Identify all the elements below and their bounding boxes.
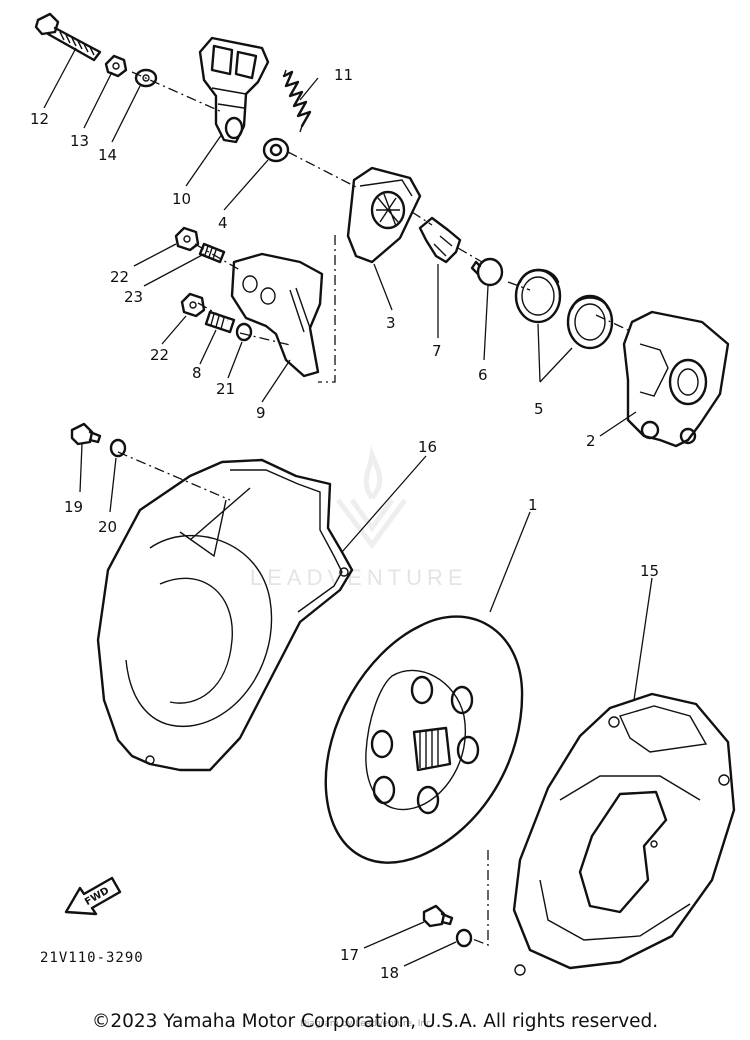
callout-6: 6	[478, 366, 488, 384]
callout-15: 15	[640, 562, 659, 580]
leader-lines	[43, 47, 653, 967]
callout-1: 1	[528, 496, 538, 514]
backing-plate-15	[512, 692, 736, 976]
callout-4: 4	[218, 214, 228, 232]
pin-7	[418, 216, 462, 264]
callout-23: 23	[124, 288, 143, 306]
bolt-17	[422, 904, 454, 928]
callout-18: 18	[380, 964, 399, 982]
plug-6	[470, 257, 504, 287]
callout-13: 13	[70, 132, 89, 150]
callout-22-lower: 22	[150, 346, 169, 364]
callout-19: 19	[64, 498, 83, 516]
callout-9: 9	[256, 404, 266, 422]
callout-16: 16	[418, 438, 437, 456]
nut-22-lower	[180, 292, 206, 318]
callout-20: 20	[98, 518, 117, 536]
callout-2: 2	[586, 432, 596, 450]
washer-14	[134, 68, 158, 88]
stud-23	[198, 242, 226, 264]
callout-5: 5	[534, 400, 544, 418]
callout-labels: 12 13 14 10 11 4 3 7 6 5 2 22 23 22 8 21…	[30, 66, 659, 982]
callout-10: 10	[172, 190, 191, 208]
nut-22-upper	[174, 226, 200, 252]
bolt-19	[70, 422, 102, 446]
diagram-code: 21V110-3290	[40, 950, 144, 966]
watermark-text: LEADVENTURE	[250, 565, 468, 590]
callout-7: 7	[432, 342, 442, 360]
caliper-body-2	[622, 310, 730, 448]
washer-21	[235, 322, 253, 342]
watermark-logo	[336, 445, 408, 550]
brake-disc-1	[324, 615, 524, 864]
piston-seals-5	[514, 268, 614, 350]
disc-cover-16	[96, 458, 354, 772]
callout-22-upper: 22	[110, 268, 129, 286]
callout-3: 3	[386, 314, 396, 332]
callout-11: 11	[334, 66, 353, 84]
callout-21: 21	[216, 380, 235, 398]
callout-12: 12	[30, 110, 49, 128]
callout-14: 14	[98, 146, 117, 164]
bolt-12	[34, 12, 102, 62]
fine-print: Diagram by LeadVenture, Inc.	[300, 1019, 434, 1029]
bracket-10	[198, 36, 270, 144]
spring-11	[282, 69, 312, 133]
nut-13	[104, 54, 128, 78]
callout-17: 17	[340, 946, 359, 964]
bracket-9	[230, 252, 324, 378]
washer-20	[109, 438, 127, 458]
callout-8: 8	[192, 364, 202, 382]
stud-8	[204, 310, 236, 334]
seal-4	[262, 137, 290, 163]
caliper-cover-3	[346, 166, 422, 264]
fwd-arrow-icon: FWD	[64, 876, 122, 916]
washer-18	[455, 928, 473, 948]
copyright-notice: ©2023 Yamaha Motor Corporation, U.S.A. A…	[91, 1011, 659, 1032]
